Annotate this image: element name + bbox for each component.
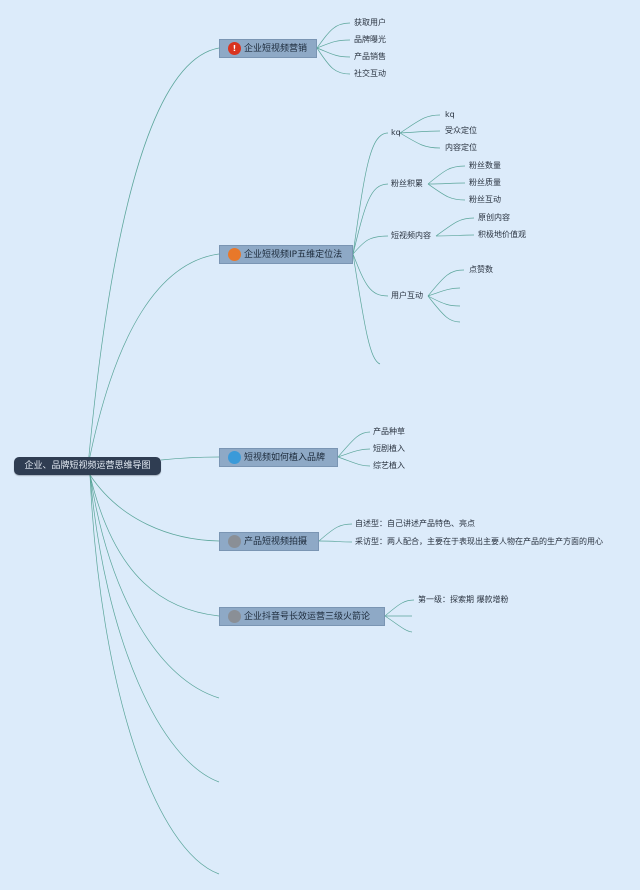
branch-marketing[interactable]: ! 企业短视频营销 <box>219 39 317 58</box>
leaf-content-1[interactable]: 原创内容 <box>478 213 510 222</box>
link-content-2 <box>435 234 475 237</box>
priority-4-icon <box>228 535 241 548</box>
leaf-brand-2[interactable]: 短剧植入 <box>373 444 405 453</box>
link-root-empty-3 <box>89 474 220 875</box>
link-ip-content <box>352 235 389 255</box>
leaf-marketing-4[interactable]: 社交互动 <box>354 69 386 78</box>
branch-brand-placement[interactable]: 短视频如何植入品牌 <box>219 448 338 467</box>
priority-1-icon: ! <box>228 42 241 55</box>
branch-ip-positioning[interactable]: 企业短视频IP五维定位法 <box>219 245 353 264</box>
root-node-label: 企业、品牌短视频运营思维导图 <box>24 461 151 471</box>
sub-ip-interaction[interactable]: 用户互动 <box>391 291 423 300</box>
link-shooting-1 <box>318 523 353 542</box>
link-kq-2 <box>399 130 441 134</box>
link-marketing-2 <box>316 39 351 49</box>
leaf-marketing-3[interactable]: 产品销售 <box>354 52 386 61</box>
link-ip-kq <box>352 132 389 255</box>
leaf-shooting-1[interactable]: 自述型：自己讲述产品特色、亮点 <box>355 519 475 528</box>
priority-2-icon <box>228 248 241 261</box>
branch-ip-label: 企业短视频IP五维定位法 <box>244 250 343 260</box>
link-interaction-4 <box>427 295 461 323</box>
link-root-empty-1 <box>89 474 220 699</box>
leaf-fans-1[interactable]: 粉丝数量 <box>469 161 501 170</box>
link-brand-3 <box>337 456 371 467</box>
link-marketing-1 <box>316 22 351 49</box>
link-kq-3 <box>399 132 441 149</box>
link-ip-fans <box>352 183 389 255</box>
leaf-fans-3[interactable]: 粉丝互动 <box>469 195 501 204</box>
link-ip-interaction <box>352 253 389 297</box>
link-fans-2 <box>427 182 466 185</box>
branch-brand-label: 短视频如何植入品牌 <box>244 453 326 463</box>
leaf-shooting-2[interactable]: 采访型：两人配合，主要在于表现出主要人物在产品的生产方面的用心 <box>355 537 603 546</box>
link-brand-1 <box>337 431 371 458</box>
leaf-marketing-1[interactable]: 获取用户 <box>354 18 386 27</box>
link-content-1 <box>435 217 475 237</box>
link-fans-3 <box>427 183 466 201</box>
link-root-ip <box>87 253 220 467</box>
link-interaction-1 <box>427 269 465 297</box>
leaf-content-2[interactable]: 积极地价值观 <box>478 230 526 239</box>
link-interaction-2 <box>427 287 461 297</box>
leaf-fans-2[interactable]: 粉丝质量 <box>469 178 501 187</box>
sub-ip-content[interactable]: 短视频内容 <box>391 231 431 240</box>
leaf-brand-1[interactable]: 产品种草 <box>373 427 405 436</box>
link-marketing-4 <box>316 47 351 75</box>
sub-ip-kq[interactable]: kq <box>391 128 401 137</box>
leaf-interaction-1[interactable]: 点赞数 <box>469 265 493 274</box>
leaf-kq-2[interactable]: 受众定位 <box>445 126 477 135</box>
link-rocket-1 <box>384 599 415 617</box>
link-interaction-3 <box>427 295 461 307</box>
priority-3-icon <box>228 451 241 464</box>
root-node[interactable]: 企业、品牌短视频运营思维导图 <box>14 457 161 475</box>
link-marketing-3 <box>316 47 351 58</box>
link-root-shooting <box>89 474 220 542</box>
link-root-marketing <box>87 47 220 467</box>
link-root-empty-2 <box>89 474 220 783</box>
link-rocket-3 <box>384 615 413 633</box>
link-brand-2 <box>337 448 371 458</box>
leaf-kq-1[interactable]: kq <box>445 110 455 119</box>
leaf-kq-3[interactable]: 内容定位 <box>445 143 477 152</box>
branch-marketing-label: 企业短视频营销 <box>244 44 308 54</box>
branch-product-shooting[interactable]: 产品短视频拍摄 <box>219 532 319 551</box>
branch-rocket-label: 企业抖音号长效运营三级火箭论 <box>244 612 371 622</box>
leaf-brand-3[interactable]: 综艺植入 <box>373 461 405 470</box>
leaf-marketing-2[interactable]: 品牌曝光 <box>354 35 386 44</box>
priority-5-icon <box>228 610 241 623</box>
branch-shooting-label: 产品短视频拍摄 <box>244 537 308 547</box>
leaf-rocket-1[interactable]: 第一级：探索期 爆款增粉 <box>418 595 509 604</box>
link-root-brand <box>160 456 220 461</box>
sub-ip-fans[interactable]: 粉丝积累 <box>391 179 423 188</box>
link-shooting-2 <box>318 540 353 543</box>
link-fans-1 <box>427 165 466 185</box>
link-root-rocket <box>89 474 220 617</box>
link-kq-1 <box>399 114 441 134</box>
link-ip-empty <box>352 253 381 365</box>
branch-rocket-theory[interactable]: 企业抖音号长效运营三级火箭论 <box>219 607 385 626</box>
